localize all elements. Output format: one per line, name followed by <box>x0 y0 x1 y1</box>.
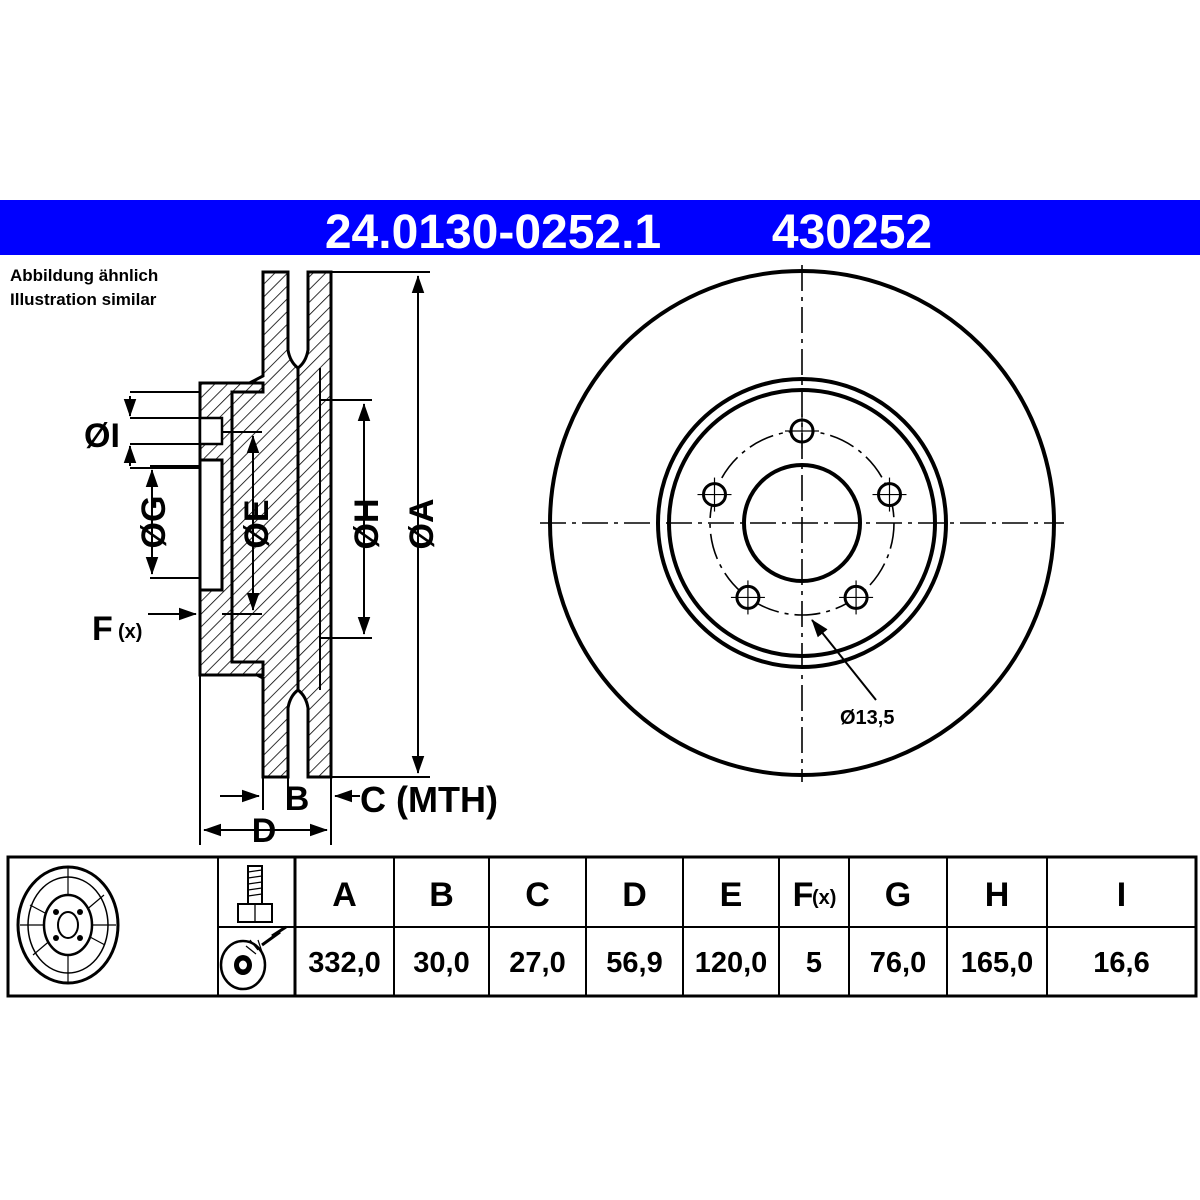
table-value-F: 5 <box>806 947 822 979</box>
bolt-hole <box>697 477 732 512</box>
section-inner-plate <box>296 270 333 779</box>
front-view: Ø13,5 <box>540 265 1064 782</box>
table-header-G: G <box>885 876 911 914</box>
table-value-E: 120,0 <box>695 947 768 979</box>
table-value-G: 76,0 <box>870 947 926 979</box>
dim-label-F-sub: (x) <box>118 621 142 643</box>
brake-disc-icon <box>16 865 120 985</box>
reference-number: 430252 <box>772 206 932 259</box>
table-header-I: I <box>1117 876 1126 914</box>
dim-label-F: F <box>92 610 113 648</box>
table-header-B: B <box>429 876 454 914</box>
part-number: 24.0130-0252.1 <box>325 206 661 259</box>
table-header-F: F <box>793 876 814 914</box>
bolt-holes <box>697 414 907 615</box>
note-line-de: Abbildung ähnlich <box>10 266 158 285</box>
table-value-D: 56,9 <box>606 947 662 979</box>
table-header-D: D <box>622 876 647 914</box>
data-table <box>6 855 1198 998</box>
dim-label-B: B <box>285 780 310 818</box>
table-value-A: 332,0 <box>308 947 381 979</box>
table-header-F-sub: (x) <box>812 887 836 909</box>
dim-label-D: D <box>252 812 277 850</box>
bolt-hole-label: Ø13,5 <box>840 707 894 729</box>
section-hub-face <box>198 458 224 592</box>
table-header-A: A <box>332 876 357 914</box>
dim-label-G: ØG <box>135 496 173 549</box>
table-header-C: C <box>525 876 550 914</box>
header-band <box>0 200 1200 255</box>
cross-section <box>198 270 333 779</box>
table-header-E: E <box>720 876 743 914</box>
table-value-C: 27,0 <box>509 947 565 979</box>
dim-label-C: C (MTH) <box>360 779 498 820</box>
bolt-hole <box>839 580 874 615</box>
table-header-H: H <box>985 876 1010 914</box>
disc-spray-icon <box>219 925 287 991</box>
note-line-en: Illustration similar <box>10 290 157 309</box>
table-value-H: 165,0 <box>961 947 1034 979</box>
bolt-hole <box>730 580 765 615</box>
table-value-I: 16,6 <box>1093 947 1149 979</box>
bolt-hole <box>872 477 907 512</box>
dim-label-I: ØI <box>84 417 120 455</box>
table-value-B: 30,0 <box>413 947 469 979</box>
dim-label-A: ØA <box>403 499 441 550</box>
dim-label-H: ØH <box>348 499 386 550</box>
table-cells: A 332,0 B 30,0 C 27,0 D 56,9 E 120,0 (x)F 5 G 76,0 H 16… <box>308 857 1150 996</box>
bolt-icon <box>237 865 273 923</box>
dim-label-E: ØE <box>238 499 276 548</box>
section-dimensions: ØI ØG ØE ØH ØA F (x) B C (MTH) <box>84 271 498 850</box>
